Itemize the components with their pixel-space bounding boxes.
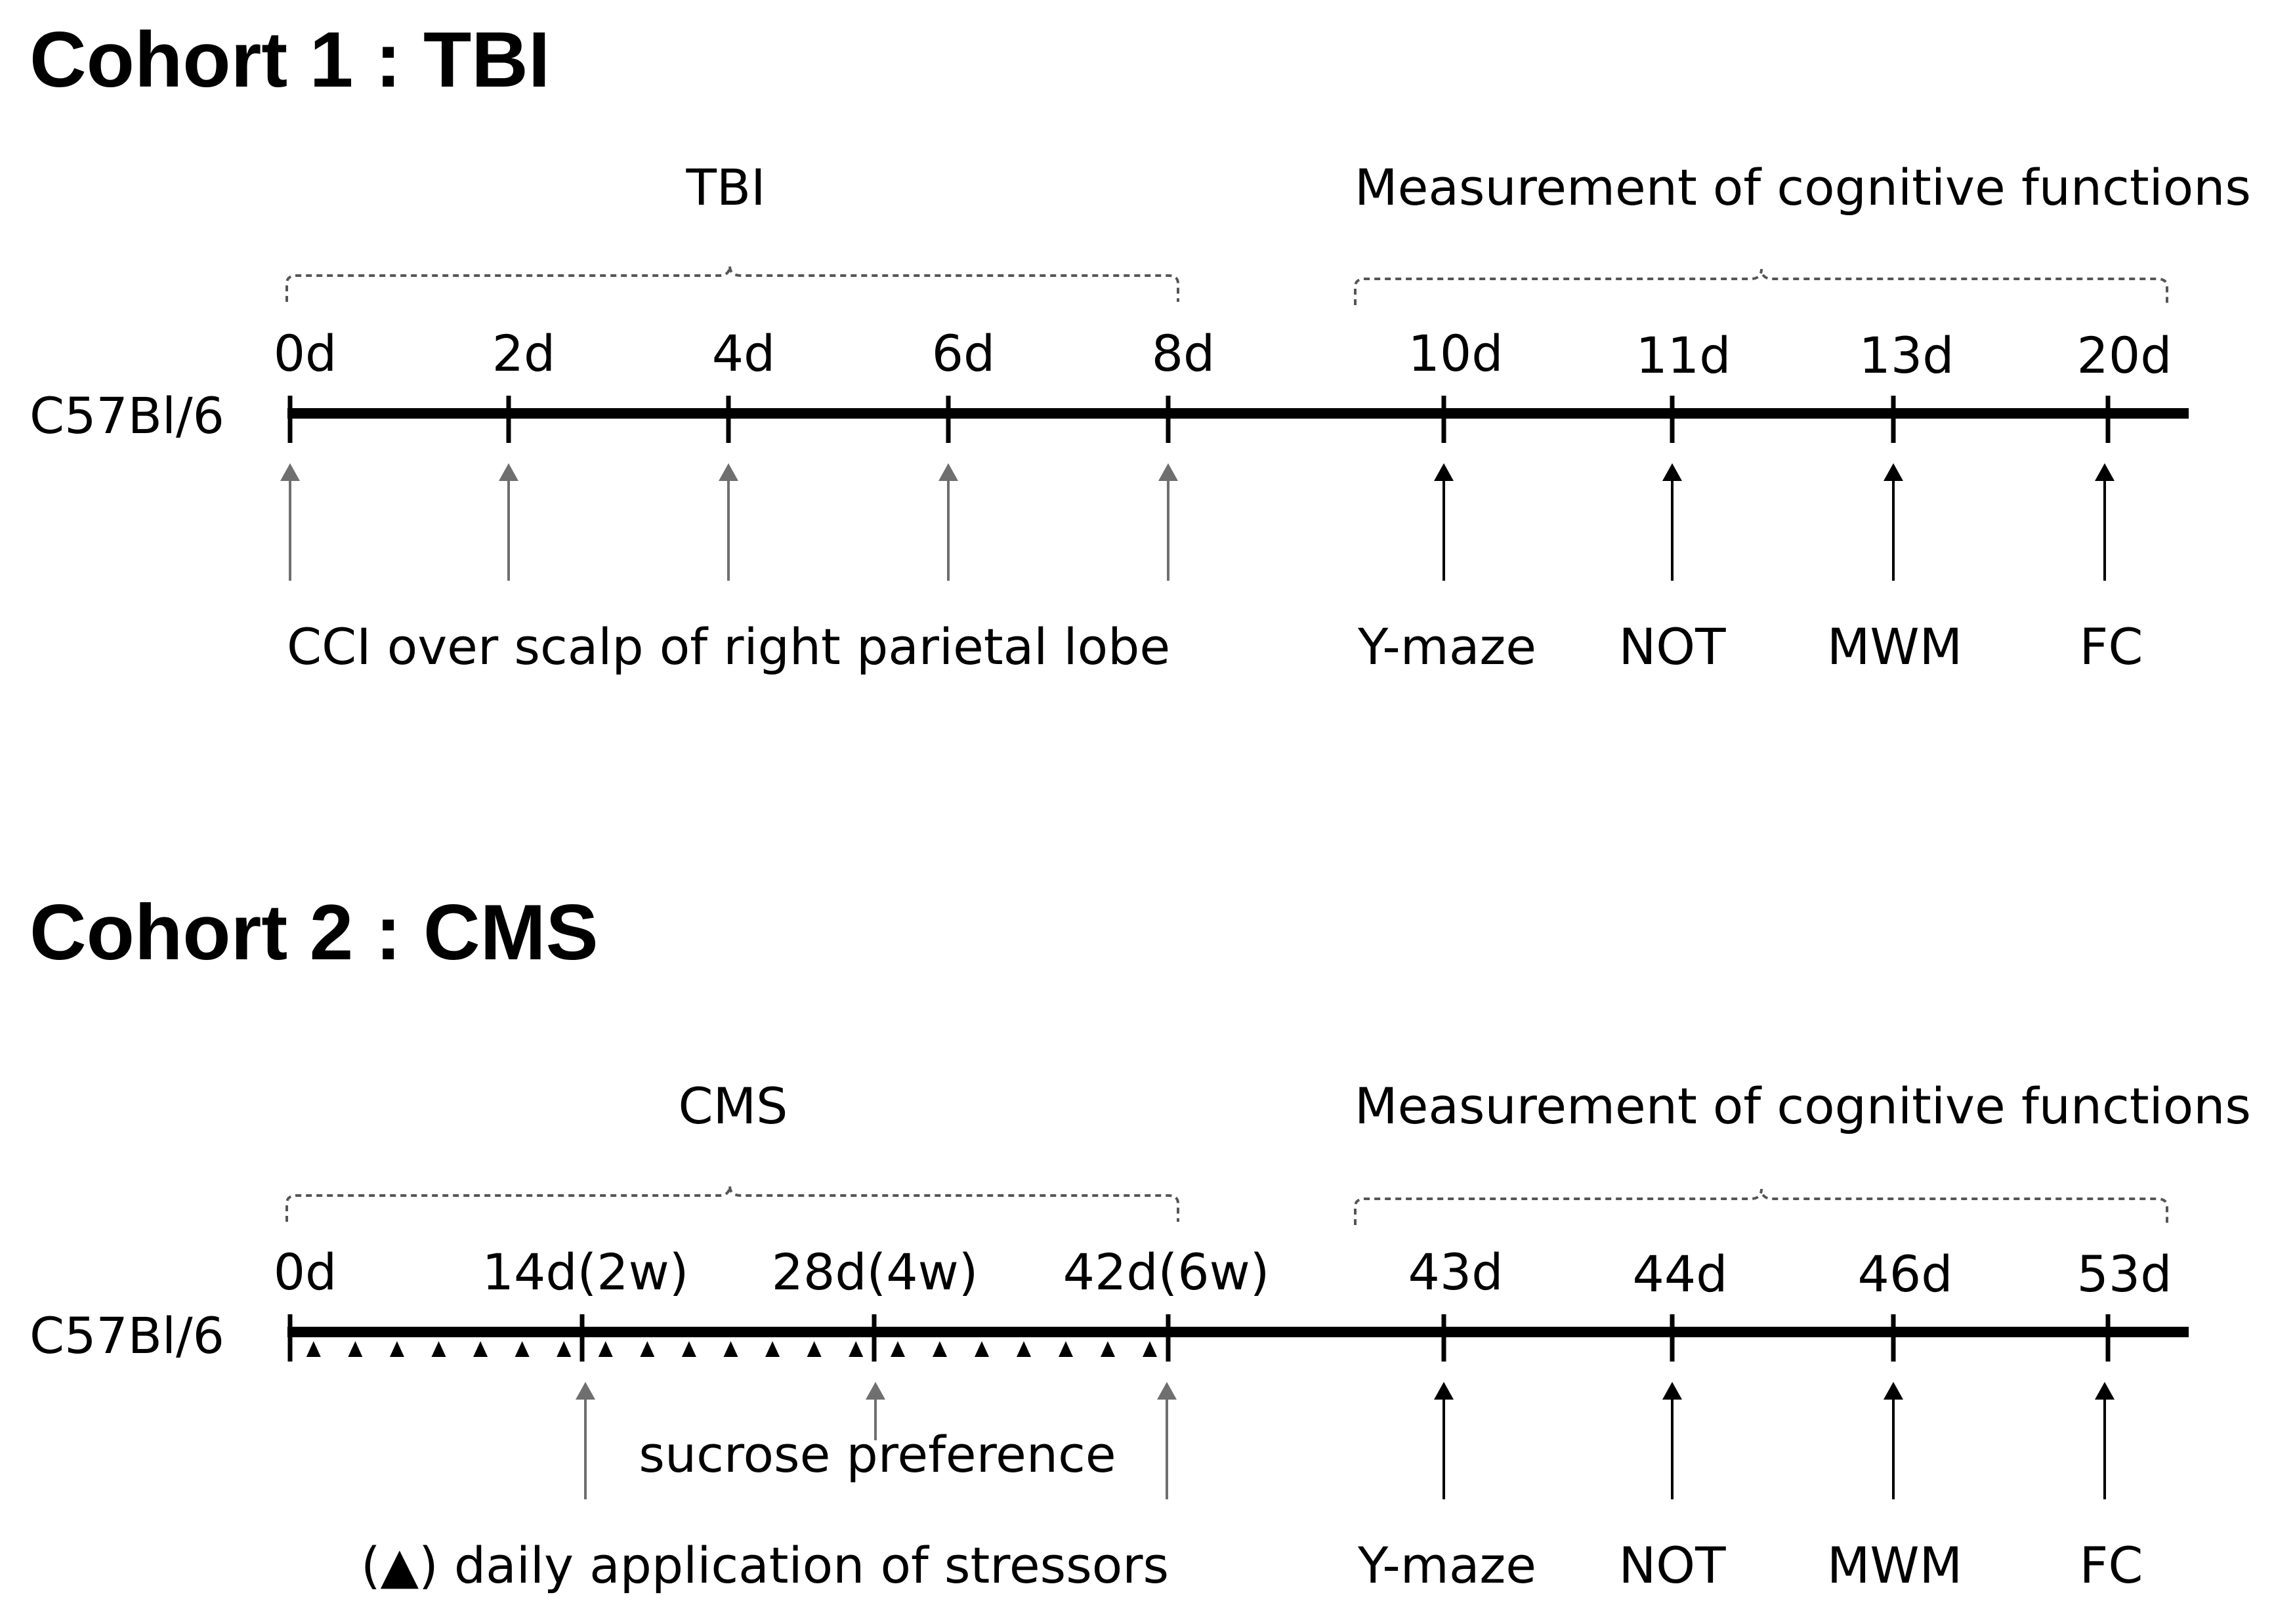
arrow-up-icon xyxy=(866,1382,885,1440)
test-label-ymaze: Y-maze xyxy=(1357,617,1536,676)
tick-label: 53d xyxy=(2077,1245,2172,1303)
stressor-triangle-icon xyxy=(723,1341,738,1357)
stressor-triangle-icon xyxy=(515,1341,530,1357)
procedure-label: CCI over scalp of right parietal lobe xyxy=(287,617,1170,676)
arrow-up-icon xyxy=(1157,1382,1177,1499)
bracket-cognitive-1: Measurement of cognitive functions xyxy=(1354,158,2251,305)
stressor-triangle-icon xyxy=(1017,1341,1031,1357)
stressor-triangle-icon xyxy=(598,1341,613,1357)
stressor-triangle-icon xyxy=(1059,1341,1073,1357)
bottom-labels-1: CCI over scalp of right parietal lobe Y-… xyxy=(287,617,2143,676)
stressor-triangle-icon xyxy=(975,1341,989,1357)
arrow-up-icon xyxy=(1434,1382,1454,1499)
tick-labels-1: 0d 2d 4d 6d 8d 10d 11d 13d 20d xyxy=(274,324,2172,385)
tick-label: 0d xyxy=(274,1243,337,1301)
test-label-ymaze: Y-maze xyxy=(1357,1536,1536,1594)
tick-label: 10d xyxy=(1408,324,1504,383)
arrow-up-icon xyxy=(719,463,738,581)
strain-label-1: C57Bl/6 xyxy=(30,386,224,445)
arrow-up-icon xyxy=(280,463,300,581)
stressor-triangle-icon xyxy=(640,1341,655,1357)
tick-marks-1 xyxy=(287,396,2111,443)
bracket-label-cognitive-2: Measurement of cognitive functions xyxy=(1355,1077,2251,1135)
stressor-triangle-icon xyxy=(681,1341,696,1357)
bracket-label-cms: CMS xyxy=(679,1077,788,1135)
tick-label: 28d(4w) xyxy=(772,1243,979,1301)
stressor-triangle-icon xyxy=(765,1341,780,1357)
bottom-labels-2: (▲) daily application of stressors Y-maz… xyxy=(361,1536,2143,1594)
cohort-2: Cohort 2 : CMS CMS Measurement of cognit… xyxy=(30,888,2251,1594)
tick-marks-2 xyxy=(287,1314,2111,1362)
stressor-triangle-icon xyxy=(933,1341,947,1357)
tick-label: 11d xyxy=(1636,326,1731,385)
arrow-up-icon xyxy=(1662,1382,1682,1499)
tick-label: 20d xyxy=(2077,326,2172,385)
bracket-label-cognitive-1: Measurement of cognitive functions xyxy=(1355,158,2251,217)
cohort-1: Cohort 1 : TBI TBI Measurement of cognit… xyxy=(30,16,2251,676)
stressor-triangle-icon xyxy=(1101,1341,1115,1357)
arrow-up-icon xyxy=(576,1382,595,1499)
test-label-not: NOT xyxy=(1618,617,1726,676)
test-label-not: NOT xyxy=(1618,1536,1726,1594)
test-label-fc: FC xyxy=(2080,617,2143,676)
tick-label: 4d xyxy=(712,324,776,383)
arrow-up-icon xyxy=(499,463,518,581)
arrow-up-icon xyxy=(938,463,958,581)
tick-label: 44d xyxy=(1633,1245,1728,1303)
bracket-label-tbi: TBI xyxy=(686,158,766,217)
test-label-mwm: MWM xyxy=(1827,1536,1962,1594)
arrow-up-icon xyxy=(1884,1382,1903,1499)
stressor-legend-label: (▲) daily application of stressors xyxy=(361,1536,1169,1594)
stressor-triangle-icon xyxy=(891,1341,905,1357)
tick-label: 2d xyxy=(492,324,556,383)
stressor-triangle-icon xyxy=(389,1341,404,1357)
tick-label: 46d xyxy=(1858,1245,1953,1303)
stressor-triangle-icon xyxy=(1143,1341,1157,1357)
stressor-triangle-icon xyxy=(348,1341,363,1357)
tick-label: 43d xyxy=(1408,1243,1504,1301)
bracket-tbi: TBI xyxy=(285,158,1179,302)
stressor-triangle-icon xyxy=(431,1341,446,1357)
tick-label: 42d(6w) xyxy=(1063,1243,1270,1301)
tick-label: 14d(2w) xyxy=(482,1243,689,1301)
test-label-mwm: MWM xyxy=(1827,617,1962,676)
arrow-up-icon xyxy=(1434,463,1454,581)
test-arrows-2 xyxy=(1434,1382,2115,1499)
stressor-triangle-icon xyxy=(306,1341,321,1357)
procedure-arrows-2 xyxy=(576,1382,1177,1499)
strain-label-2: C57Bl/6 xyxy=(30,1306,224,1365)
stressor-markers xyxy=(306,1341,1157,1357)
cohort-1-title: Cohort 1 : TBI xyxy=(30,16,550,104)
stressor-triangle-icon xyxy=(473,1341,488,1357)
stressor-triangle-icon xyxy=(849,1341,864,1357)
procedure-arrows-1 xyxy=(280,463,1178,581)
arrow-up-icon xyxy=(2095,1382,2115,1499)
bracket-cms: CMS xyxy=(285,1077,1179,1222)
test-arrows-1 xyxy=(1434,463,2115,581)
tick-label: 13d xyxy=(1859,326,1954,385)
tick-label: 6d xyxy=(932,324,996,383)
arrow-up-icon xyxy=(1662,463,1682,581)
arrow-up-icon xyxy=(1884,463,1903,581)
stressor-triangle-icon xyxy=(807,1341,822,1357)
tick-label: 0d xyxy=(274,324,337,383)
test-label-fc: FC xyxy=(2080,1536,2143,1594)
cohort-2-title: Cohort 2 : CMS xyxy=(30,888,599,976)
sucrose-preference-label: sucrose preference xyxy=(639,1425,1116,1484)
tick-labels-2: 0d 14d(2w) 28d(4w) 42d(6w) 43d 44d 46d 5… xyxy=(274,1243,2172,1303)
arrow-up-icon xyxy=(2095,463,2115,581)
stressor-triangle-icon xyxy=(557,1341,572,1357)
bracket-cognitive-2: Measurement of cognitive functions xyxy=(1354,1077,2251,1225)
arrow-up-icon xyxy=(1158,463,1178,581)
tick-label: 8d xyxy=(1152,324,1215,383)
